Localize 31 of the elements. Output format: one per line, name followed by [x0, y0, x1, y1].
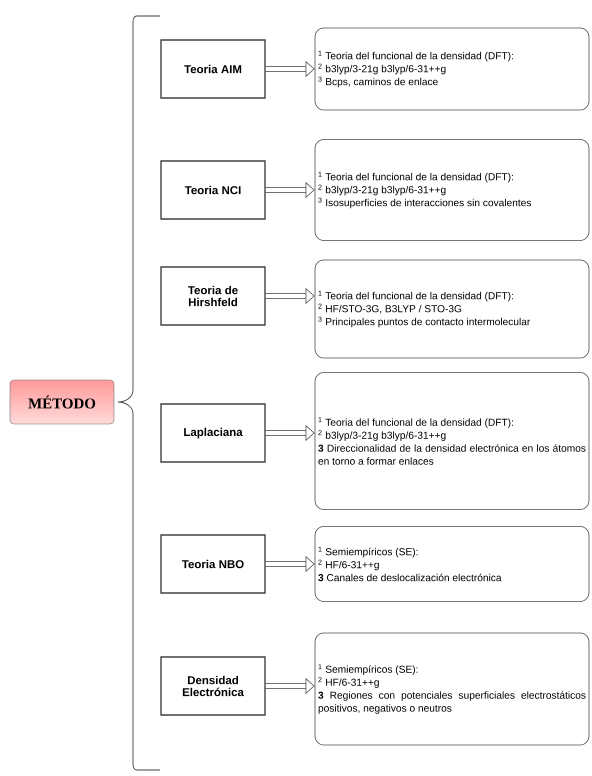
method-box: Teoria NCI — [160, 160, 266, 220]
list-item: $^{1}$ Teoria del funcional de la densidad (DFT): — [318, 290, 513, 302]
list-item: $^{1}$ Teoria del funcional de la densidad (DFT): — [318, 50, 513, 62]
list-item: 3 Regiones con potenciales superficiales electrostáticos positivos, negativos o neutros — [318, 691, 586, 714]
list-item: $^{1}$ Teoria del funcional de la densidad (DFT): — [318, 417, 513, 428]
list-item: $^{2}$ HF/6-31++g — [318, 560, 379, 570]
list-item: $^{2}$ HF/STO-3G, B3LYP / STO-3G — [318, 304, 462, 314]
list-item: $^{2}$ b3lyp/3-21g b3lyp/6-31++g — [318, 430, 446, 441]
detail-box — [314, 28, 590, 110]
list-item: $^{2}$ b3lyp/3-21g b3lyp/6-31++g — [318, 64, 446, 74]
list-item: $^{1}$ Semiempíricos (SE): — [318, 546, 418, 558]
list-item: $^{2}$ HF/6-31++g — [318, 677, 379, 688]
list-item: $^{2}$ b3lyp/3-21g b3lyp/6-31++g — [318, 184, 446, 196]
detail-box — [314, 632, 590, 746]
list-item: $^{3}$ Bcps, caminos de enlace — [318, 76, 438, 88]
detail-box — [314, 139, 590, 241]
detail-box — [314, 260, 590, 358]
detail-box — [314, 526, 590, 602]
list-item: $^{1}$ Teoria del funcional de la densidad (DFT): — [318, 172, 513, 182]
list-item: $^{3}$ Principales puntos de contacto intermolecular — [318, 316, 530, 328]
list-item: 3 Canales de deslocalización electrónica — [318, 574, 502, 582]
root-box: MÉTODO — [10, 380, 114, 424]
method-box: Laplaciana — [160, 403, 266, 463]
list-item: 3 Direccionalidad de la densidad electrónica en los átomos en torno a formar enlaces — [318, 444, 586, 465]
method-box: Teoria de Hirshfeld — [160, 266, 266, 326]
list-item: $^{3}$ Isosuperficies de interacciones sin covalentes — [318, 198, 532, 208]
detail-box — [314, 372, 590, 510]
method-box: Densidad Electrónica — [160, 656, 266, 716]
method-box: Teoria AIM — [160, 39, 266, 99]
method-box: Teoria NBO — [160, 534, 266, 594]
list-item: $^{1}$ Semiempíricos (SE): — [318, 664, 418, 675]
